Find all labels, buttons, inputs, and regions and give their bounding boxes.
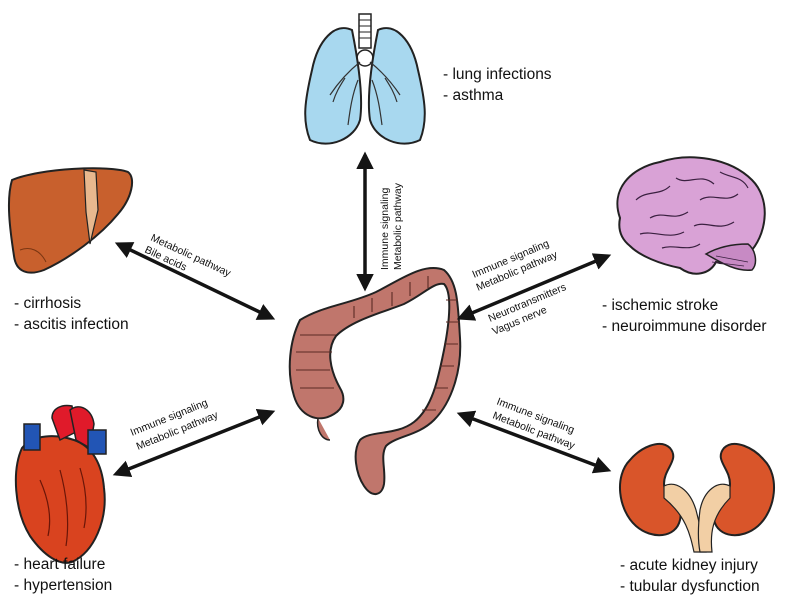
brain-condition-2: - neuroimmune disorder [602, 316, 767, 337]
brain-condition-1: - ischemic stroke [602, 295, 767, 316]
liver-condition-2: - ascitis infection [14, 314, 129, 335]
liver-condition-1: - cirrhosis [14, 293, 129, 314]
heart-icon [16, 406, 106, 563]
lungs-conditions: - lung infections - asthma [443, 64, 552, 106]
lungs-condition-2: - asthma [443, 85, 552, 106]
lungs-icon [305, 14, 425, 144]
kidneys-icon [620, 444, 774, 552]
heart-conditions: - heart failure - hypertension [14, 554, 112, 596]
heart-condition-1: - heart failure [14, 554, 112, 575]
colon-icon [290, 268, 461, 494]
heart-condition-2: - hypertension [14, 575, 112, 596]
lungs-link-1: Immune signaling [379, 188, 391, 270]
brain-conditions: - ischemic stroke - neuroimmune disorder [602, 295, 767, 337]
brain-icon [617, 157, 764, 273]
liver-conditions: - cirrhosis - ascitis infection [14, 293, 129, 335]
lungs-condition-1: - lung infections [443, 64, 552, 85]
arrow-kidney-colon [460, 414, 608, 470]
kidney-condition-1: - acute kidney injury [620, 555, 760, 576]
lungs-link-2: Metabolic pathway [392, 182, 404, 270]
kidney-conditions: - acute kidney injury - tubular dysfunct… [620, 555, 760, 597]
liver-icon [9, 168, 132, 272]
kidney-condition-2: - tubular dysfunction [620, 576, 760, 597]
